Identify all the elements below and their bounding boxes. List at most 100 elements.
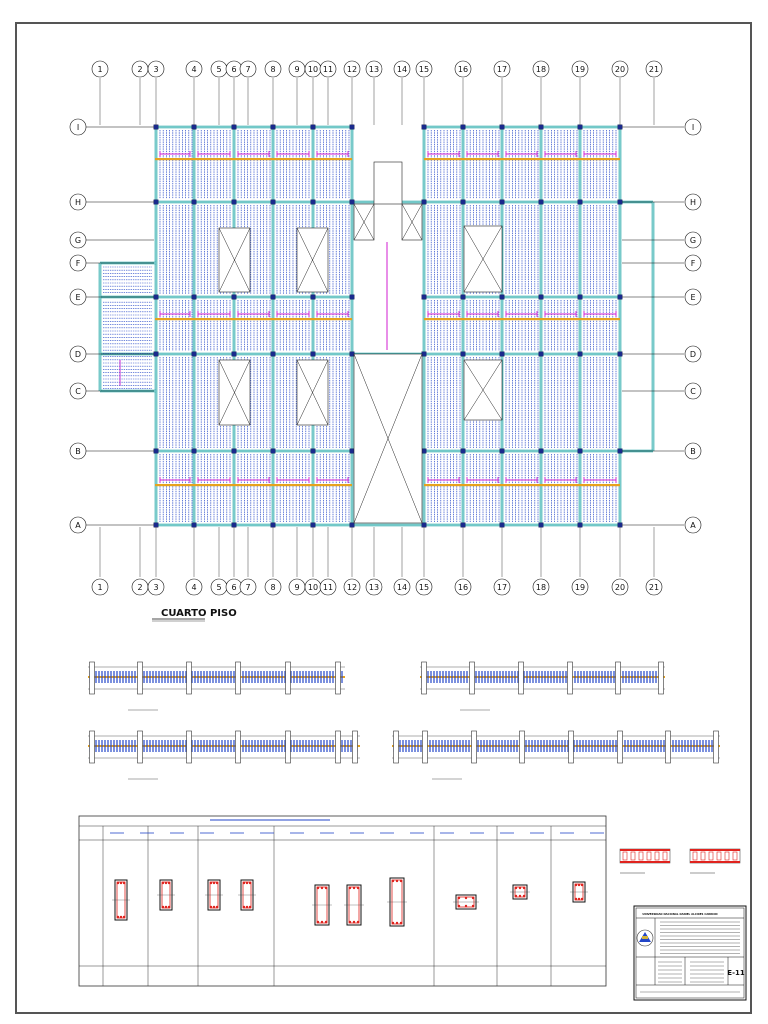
elevation-support [137, 661, 143, 695]
column-grid-bubble: 10 [304, 60, 322, 78]
slab-detail [689, 848, 741, 874]
slab-column [460, 522, 466, 528]
slab-column [577, 124, 583, 130]
slab-column [349, 351, 355, 357]
column-grid-label: 15 [419, 583, 429, 592]
slab-column [577, 522, 583, 528]
elevation-support [89, 661, 95, 695]
elevation-support [518, 661, 524, 695]
column-grid-bubble: 11 [319, 578, 337, 596]
band-beam [155, 484, 352, 487]
column-grid-bubble: 17 [493, 578, 511, 596]
row-grid-label: D [690, 350, 696, 359]
column-grid-bubble: 1 [91, 578, 109, 596]
column-grid-label: 2 [137, 65, 142, 74]
slab-column [270, 522, 276, 528]
column-grid-label: 12 [347, 583, 357, 592]
column-grid-bubble: 13 [365, 60, 383, 78]
column-section [238, 879, 256, 911]
slab-column [270, 124, 276, 130]
column-grid-bubble: 20 [611, 60, 629, 78]
beam-elevation [88, 661, 345, 711]
slab-column [460, 351, 466, 357]
column-grid-bubble: 6 [225, 578, 243, 596]
column-grid-bubble: 12 [343, 60, 361, 78]
column-grid-bubble: 16 [454, 60, 472, 78]
slab-column [617, 448, 623, 454]
row-grid-bubble: I [684, 118, 702, 136]
slab-column [231, 199, 237, 205]
column-grid-bubble: 19 [571, 60, 589, 78]
band-beam [155, 318, 352, 321]
title-block: UNIVERSIDAD NACIONAL DANIEL ALCIDES CARR… [633, 905, 747, 1001]
slab-column [310, 124, 316, 130]
band-beam [155, 158, 352, 161]
slab-layer [98, 124, 655, 528]
column-grid-bubble: 21 [645, 578, 663, 596]
slab-column [499, 522, 505, 528]
slab-column [349, 199, 355, 205]
slab-column [577, 448, 583, 454]
slab-column [310, 294, 316, 300]
elevation-support [469, 661, 475, 695]
band-beam [424, 484, 620, 487]
column-section [312, 884, 332, 926]
column-grid-bubble: 10 [304, 578, 322, 596]
beam-elevation [88, 730, 360, 780]
column-grid-label: 16 [458, 583, 468, 592]
slab-column [499, 351, 505, 357]
plan-title-group: CUARTO PISO [152, 608, 237, 622]
column-grid-label: 1 [97, 65, 102, 74]
slab-column [538, 448, 544, 454]
title-block-sheet-code: E-11 [727, 969, 745, 977]
elevation-support [186, 730, 192, 764]
column-grid-label: 19 [575, 65, 585, 74]
column-grid-label: 11 [323, 65, 333, 74]
column-grid-bubble: 11 [319, 60, 337, 78]
slab-column [349, 522, 355, 528]
column-grid-label: 20 [615, 65, 625, 74]
row-grid-bubble: D [684, 345, 702, 363]
column-grid-label: 9 [294, 65, 299, 74]
column-grid-bubble: 20 [611, 578, 629, 596]
elevation-support [285, 730, 291, 764]
column-grid-label: 6 [231, 583, 236, 592]
column-grid-label: 18 [536, 65, 546, 74]
elevation-support [235, 661, 241, 695]
column-grid-bubble: 19 [571, 578, 589, 596]
row-grid-bubble: F [69, 254, 87, 272]
slab-column [460, 448, 466, 454]
column-grid-bubble: 14 [393, 578, 411, 596]
row-grid-bubble: H [69, 193, 87, 211]
slab-column [231, 448, 237, 454]
row-grid-bubble: A [69, 516, 87, 534]
column-section [387, 877, 407, 927]
beam-elevation [420, 661, 665, 711]
slab-column [191, 199, 197, 205]
column-grid-label: 14 [397, 65, 407, 74]
row-grid-bubble: A [684, 516, 702, 534]
column-section [205, 879, 223, 911]
elevation-support [567, 661, 573, 695]
slab-column [617, 294, 623, 300]
elevation-support [617, 730, 623, 764]
column-grid-bubble: 4 [185, 60, 203, 78]
column-grid-bubble: 5 [210, 60, 228, 78]
row-grid-label: I [77, 123, 79, 132]
column-grid-bubble: 16 [454, 578, 472, 596]
column-grid-label: 9 [294, 583, 299, 592]
elevator-shaft [373, 161, 403, 205]
row-grid-bubble: G [684, 231, 702, 249]
slab-column [538, 351, 544, 357]
slab-column [421, 522, 427, 528]
row-grid-label: B [690, 447, 696, 456]
slab-column [231, 522, 237, 528]
slab-column [349, 124, 355, 130]
elevation-support [665, 730, 671, 764]
column-grid-label: 5 [216, 65, 221, 74]
column-grid-label: 7 [245, 65, 250, 74]
slab-detail [619, 848, 671, 874]
column-grid-label: 8 [270, 65, 275, 74]
row-grid-label: A [75, 521, 81, 530]
slab-column [191, 294, 197, 300]
